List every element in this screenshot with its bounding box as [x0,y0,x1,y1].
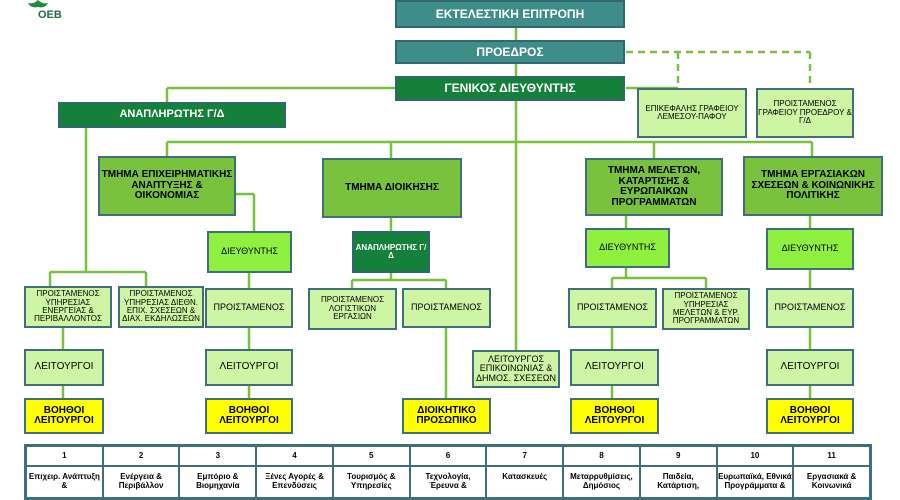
sector-number-8: 8 [563,446,640,466]
head-studies-box: ΠΡΟΙΣΤΑΜΕΝΟΣ [568,288,657,328]
sector-label-7: Κατασκευές [486,466,564,498]
sector-label-3: Εμπόριο & Βιομηχανία [179,466,257,498]
sector-number-5: 5 [332,446,410,466]
director-studies-box: ΔΙΕΥΘΥΝΤΗΣ [585,228,670,268]
head-business-box: ΠΡΟΙΣΤΑΜΕΝΟΣ [205,288,293,328]
head-energy-box: ΠΡΟΙΣΤΑΜΕΝΟΣ ΥΠΗΡΕΣΙΑΣ ΕΝΕΡΓΕΙΑΣ & ΠΕΡΙΒ… [24,286,112,328]
director-general-box: ΓΕΝΙΚΟΣ ΔΙΕΥΘΥΝΤΗΣ [395,76,625,101]
president-box: ΠΡΟΕΔΡΟΣ [395,40,625,64]
sector-label-9: Παιδεία, Κατάρτιση, [639,466,717,498]
officers-box-1: ΛΕΙΤΟΥΡΓΟΙ [24,349,104,386]
deputy-admin-box: ΑΝΑΠΛΗΡΩΤΗΣ Γ/Δ [352,231,430,273]
sector-label-8: Μεταρρυθμίσεις, Δημόσιος [563,466,640,498]
head-office-president-box: ΠΡΟΙΣΤΑΜΕΝΟΣ ΓΡΑΦΕΙΟΥ ΠΡΟΕΔΡΟΥ & Γ/Δ [756,88,854,138]
dept-business-box: ΤΜΗΜΑ ΕΠΙΧΕΙΡΗΜΑΤΙΚΗΣ ΑΝΑΠΤΥΞΗΣ & ΟΙΚΟΝΟ… [98,156,236,216]
admin-staff-box: ΔΙΟΙΚΗΤΙΚΟ ΠΡΟΣΩΠΙΚΟ [402,398,491,434]
director-labour-box: ΔΙΕΥΘΥΝΤΗΣ [766,228,854,270]
dept-studies-box: ΤΜΗΜΑ ΜΕΛΕΤΩΝ, ΚΑΤΑΡΤΙΣΗΣ & ΕΥΡΩΠΑΙΚΩΝ Π… [585,158,723,216]
sector-label-4: Ξένες Αγορές & Επενδύσεις [256,466,333,498]
dept-labour-box: ΤΜΗΜΑ ΕΡΓΑΣΙΑΚΩΝ ΣΧΕΣΕΩΝ & ΚΟΙΝΩΝΙΚΗΣ ΠΟ… [743,156,883,216]
head-admin-box: ΠΡΟΙΣΤΑΜΕΝΟΣ [402,288,491,328]
officers-box-2: ΛΕΙΤΟΥΡΓΟΙ [205,349,293,386]
executive-committee-box: ΕΚΤΕΛΕΣΤΙΚΗ ΕΠΙΤΡΟΠΗ [395,0,625,28]
logo-text: OEB [38,9,62,21]
sector-number-3: 3 [179,446,257,466]
head-office-limassol-box: ΕΠΙΚΕΦΑΛΗΣ ΓΡΑΦΕΙΟΥ ΛΕΜΕΣΟΥ-ΠΑΦΟΥ [637,88,747,138]
assistants-box-3: ΒΟΗΘΟΙ ΛΕΙΤΟΥΡΓΟΙ [570,398,659,434]
sector-number-6: 6 [409,446,487,466]
head-international-box: ΠΡΟΙΣΤΑΜΕΝΟΣ ΥΠΗΡΕΣΙΑΣ ΔΙΕΘΝ. ΕΠΙΧ. ΣΧΕΣ… [118,286,204,328]
sector-number-1: 1 [26,446,103,466]
sector-number-10: 10 [716,446,794,466]
officer-comms-box: ΛΕΙΤΟΥΡΓΟΣ ΕΠΙΚΟΙΝΩΝΙΑΣ & ΔΗΜΟΣ. ΣΧΕΣΕΩΝ [472,350,560,388]
assistants-box-4: ΒΟΗΘΟΙ ΛΕΙΤΟΥΡΓΟΙ [766,398,854,434]
sector-number-2: 2 [102,446,180,466]
assistants-box-1: ΒΟΗΘΟΙ ΛΕΙΤΟΥΡΓΟΙ [24,398,104,434]
head-accounting-box: ΠΡΟΙΣΤΑΜΕΝΟΣ ΛΟΓΙΣΤΙΚΩΝ ΕΡΓΑΣΙΩΝ [308,288,397,330]
director-business-box: ΔΙΕΥΘΥΝΤΗΣ [207,231,292,273]
sector-label-11: Εργασιακά & Κοινωνικά [793,466,870,498]
sector-number-4: 4 [256,446,333,466]
sector-label-2: Ενέργεια & Περιβάλλον [102,466,180,498]
head-labour-box: ΠΡΟΙΣΤΑΜΕΝΟΣ [766,288,854,328]
sector-number-11: 11 [793,446,870,466]
sector-label-1: Επιχειρ. Ανάπτυξη & [26,466,103,498]
sector-label-5: Τουρισμός & Υπηρεσίες [332,466,410,498]
dept-admin-box: ΤΜΗΜΑ ΔΙΟΙΚΗΣΗΣ [322,158,462,218]
sector-label-10: Ευρωπαϊκά, Εθνικά Προγράμματα & [716,466,794,498]
oeb-logo: OEB [8,0,68,26]
logo-emblem-icon [28,0,48,8]
head-eu-programs-box: ΠΡΟΙΣΤΑΜΕΝΟΣ ΥΠΗΡΕΣΙΑΣ ΜΕΛΕΤΩΝ & ΕΥΡ. ΠΡ… [662,288,750,330]
sector-number-7: 7 [486,446,564,466]
officers-box-3: ΛΕΙΤΟΥΡΓΟΙ [570,349,659,386]
sector-number-9: 9 [639,446,717,466]
sector-label-6: Τεχνολογία, Έρευνα & [409,466,487,498]
officers-box-4: ΛΕΙΤΟΥΡΓΟΙ [766,349,854,386]
deputy-dg-box: ΑΝΑΠΛΗΡΩΤΗΣ Γ/Δ [58,102,286,128]
assistants-box-2: ΒΟΗΘΟΙ ΛΕΙΤΟΥΡΓΟΙ [205,398,293,434]
